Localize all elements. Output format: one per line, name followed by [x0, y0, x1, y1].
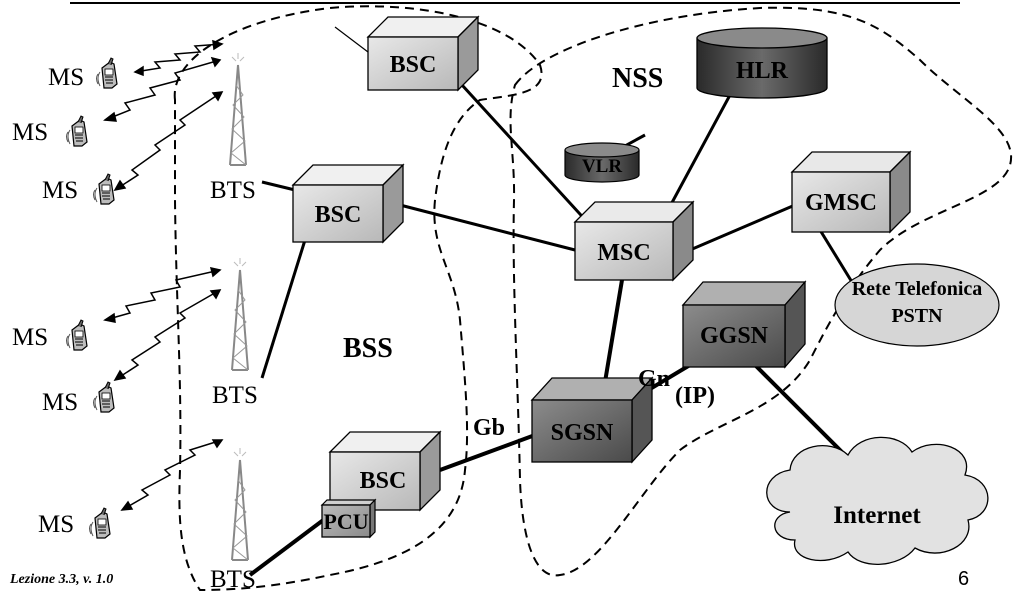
- bsc-bottom-box: BSC: [328, 430, 442, 512]
- ms-5: MS: [42, 381, 115, 416]
- mobile-phone-icon: [88, 507, 111, 539]
- bss-label: BSS: [343, 333, 393, 364]
- footer-lesson: Lezione 3.3, v. 1.0: [9, 572, 113, 587]
- bts-label-1: BTS: [210, 177, 256, 204]
- ms-label: MS: [12, 119, 48, 146]
- ggsn-box: GGSN: [681, 280, 807, 369]
- gn-interface-label: Gn: [638, 366, 670, 392]
- msc-label: MSC: [597, 240, 650, 266]
- bts-tower-1: [229, 52, 247, 166]
- mobile-phone-icon: [92, 381, 115, 413]
- bss-boundary: [173, 5, 543, 592]
- sgsn-box: SGSN: [530, 376, 654, 464]
- footer-page-number: 6: [958, 568, 969, 590]
- vlr-database: VLR: [564, 142, 640, 183]
- ms-label: MS: [42, 177, 78, 204]
- bsc-mid-label: BSC: [315, 202, 362, 228]
- mobile-phone-icon: [65, 115, 88, 147]
- pstn-network: Rete Telefonica PSTN: [834, 263, 1000, 347]
- pstn-label-line1: Rete Telefonica: [852, 278, 983, 300]
- ms-label: MS: [48, 64, 84, 91]
- mobile-phone-icon: [95, 57, 118, 89]
- ms-label: MS: [38, 511, 74, 538]
- vlr-label: VLR: [582, 156, 622, 177]
- ms-6: MS: [38, 507, 111, 539]
- internet-label: Internet: [833, 502, 921, 529]
- sgsn-label: SGSN: [551, 420, 614, 446]
- pstn-label-line2: PSTN: [891, 305, 943, 327]
- hlr-database: HLR: [696, 27, 828, 99]
- bsc-top-label: BSC: [390, 52, 437, 78]
- radio-links: [103, 39, 224, 511]
- bts-tower-2: [231, 257, 249, 371]
- ggsn-label: GGSN: [700, 323, 769, 349]
- mobile-phone-icon: [92, 173, 115, 205]
- mobile-phone-icon: [65, 319, 88, 351]
- nss-label: NSS: [612, 63, 663, 94]
- gb-interface-label: Gb: [473, 415, 505, 441]
- gmsc-label: GMSC: [805, 190, 877, 216]
- nss-boundary: [509, 6, 1013, 577]
- ms-1: MS: [48, 57, 118, 91]
- ms-3: MS: [42, 173, 115, 205]
- gmsc-box: GMSC: [790, 150, 912, 234]
- ms-label: MS: [12, 324, 48, 351]
- internet-cloud: Internet: [766, 436, 989, 565]
- bts-label-3: BTS: [210, 566, 256, 592]
- pcu-box: PCU: [320, 498, 377, 539]
- ms-label: MS: [42, 389, 78, 416]
- bts-tower-3: [231, 447, 249, 561]
- ms-2: MS: [12, 115, 88, 147]
- pcu-label: PCU: [323, 509, 368, 534]
- hlr-label: HLR: [736, 58, 789, 84]
- bsc-mid-box: BSC: [291, 163, 405, 244]
- bts-label-2: BTS: [212, 382, 258, 409]
- bsc-top-box: BSC: [366, 15, 480, 92]
- ms-4: MS: [12, 319, 88, 351]
- msc-box: MSC: [573, 200, 695, 282]
- ip-interface-label: (IP): [675, 383, 715, 409]
- bsc-bottom-label: BSC: [360, 468, 407, 494]
